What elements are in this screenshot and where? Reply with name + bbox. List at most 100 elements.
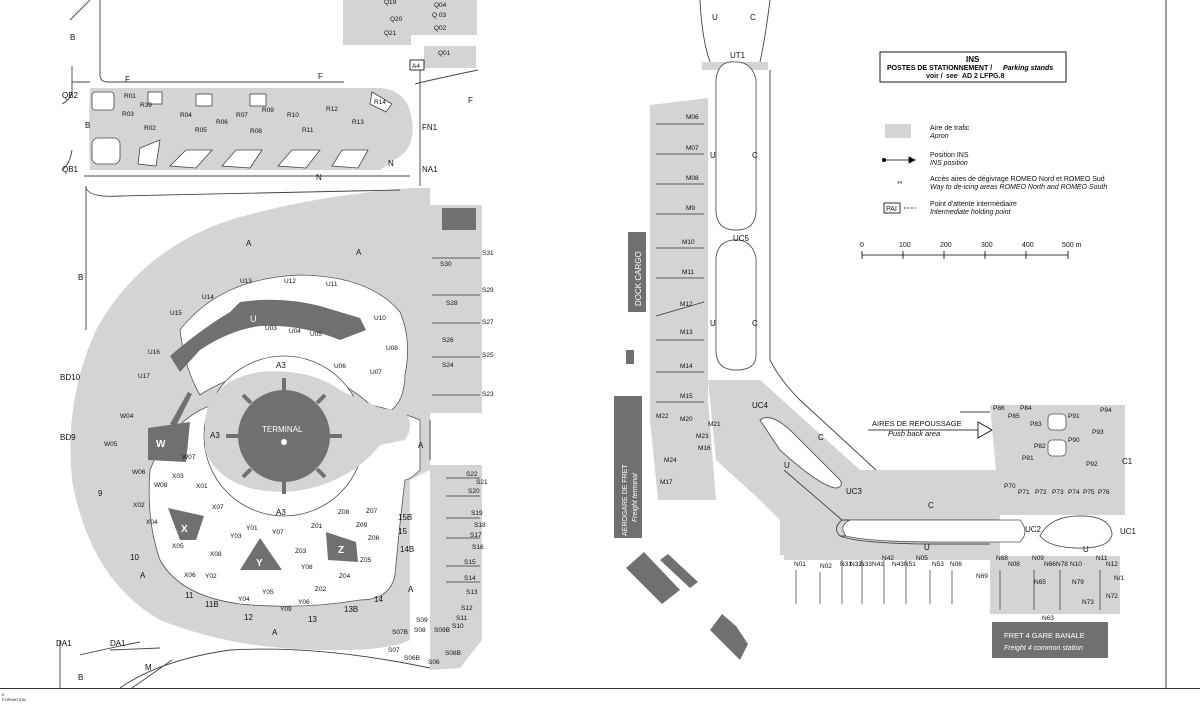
stand-label-p75: P75 (1083, 489, 1095, 496)
stand-label-r12: R12 (326, 106, 338, 113)
scale-tick-0: 0 (860, 242, 864, 249)
taxiway-label-11: 11 (185, 591, 194, 600)
stand-label-p91: P91 (1068, 413, 1080, 420)
taxiway-label-qb2: QB2 (62, 91, 79, 100)
stand-label-p86: P86 (993, 405, 1005, 412)
taxiway-label-14b: 14B (400, 545, 414, 554)
apron-q-north (343, 0, 411, 45)
stand-label-s24: S24 (442, 362, 454, 369)
taxiway-lines-left (59, 0, 479, 688)
stand-label-s10: S10 (452, 623, 464, 630)
legend-ins-en: INS position (930, 160, 968, 167)
stand-label-s07: S07 (388, 647, 400, 654)
legend-ins-fr: Position INS (930, 152, 969, 159)
taxiway-label-ut1: UT1 (730, 51, 746, 60)
fret4-station (992, 622, 1108, 658)
stand-label-x07: X07 (212, 504, 224, 511)
stand-label-s29: S29 (482, 287, 494, 294)
apron-p (990, 405, 1125, 515)
stand-label-s31: S31 (482, 250, 494, 257)
stand-label-n06: N06 (950, 561, 962, 568)
stand-label-u08: U08 (386, 345, 398, 352)
taxiway-label-b: B (85, 121, 90, 130)
legend-ref-en: see (946, 73, 958, 80)
stand-label-w08: W08 (154, 482, 168, 489)
stand-label-s28: S28 (446, 300, 458, 307)
legend: INS POSTES DE STATIONNEMENT / Parking st… (860, 51, 1107, 259)
stand-label-x08: X08 (210, 551, 222, 558)
legend-hold-en: Intermediate holding point (930, 209, 1012, 216)
stand-label-s11: S11 (456, 615, 467, 622)
stand-label-r05: R05 (195, 127, 207, 134)
stand-label-y08: Y08 (301, 564, 313, 571)
stand-label-n05: N05 (916, 555, 928, 562)
scale-tick-400: 400 (1022, 242, 1034, 249)
stand-label-w06: W06 (132, 469, 146, 476)
stand-label-s14: S14 (464, 575, 476, 582)
taxiway-label-c: C (750, 13, 756, 22)
stand-label-p71: P71 (1018, 489, 1030, 496)
stand-label-n-1: N/1 (1114, 575, 1125, 582)
stand-label-m13: M13 (680, 329, 693, 336)
stand-label-u06: U06 (334, 363, 346, 370)
stand-label-z03: Z03 (295, 548, 307, 555)
stand-label-s20: S20 (468, 488, 480, 495)
stand-label-u05: U05 (310, 331, 322, 338)
taxiway-label-qb1: QB1 (62, 165, 79, 174)
stand-label-p74: P74 (1068, 489, 1080, 496)
taxiway-label-a: A (418, 441, 424, 450)
legend-scale-bar (861, 251, 1069, 259)
stand-label-w05: W05 (104, 441, 118, 448)
stand-label-s08: S08 (414, 627, 426, 634)
taxiway-label-bd9: BD9 (60, 433, 76, 442)
taxiway-label-13b: 13B (344, 605, 358, 614)
stand-label-z09: Z09 (356, 522, 368, 529)
building-w-label: W (156, 439, 166, 450)
taxiway-label-11b: 11B (205, 600, 219, 609)
legend-deice-symbol: ** (897, 181, 903, 188)
taxiway-label-f: F (125, 75, 130, 84)
scale-tick-200: 200 (940, 242, 952, 249)
taxiway-label-u: U (712, 13, 718, 22)
taxiway-label-a: A (246, 239, 252, 248)
stand-label-x05: X05 (172, 543, 184, 550)
stand-label-s27: S27 (482, 319, 494, 326)
stand-label-z04: Z04 (339, 573, 351, 580)
stand-label-n31: N31 (840, 561, 852, 568)
pushback-marker (868, 421, 993, 439)
stand-label-m08: M08 (686, 175, 699, 182)
taxiway-label-u: U (1083, 545, 1089, 554)
terminal-z (326, 532, 358, 562)
stand-label-n72: N72 (1106, 593, 1118, 600)
stand-label-n43: N43 (892, 561, 904, 568)
stand-label-p73: P73 (1052, 489, 1064, 496)
stand-label-y07: Y07 (272, 529, 284, 536)
stand-label-u07: U07 (370, 369, 382, 376)
stand-label-m12: M12 (680, 301, 693, 308)
stand-label-n69: N69 (976, 573, 988, 580)
stand-label-u14: U14 (202, 294, 214, 301)
stand-label-n51: N51 (904, 561, 916, 568)
stand-label-s08b: S08B (445, 650, 461, 657)
stand-label-s21: S21 (476, 479, 488, 486)
stand-label-n32: N32 (850, 561, 862, 568)
fret4-label: FRET 4 GARE BANALE (1004, 631, 1085, 640)
legend-subtitle-en: Parking stands (1003, 65, 1053, 72)
stand-label-p72: P72 (1035, 489, 1047, 496)
apron-r (89, 88, 413, 170)
stand-label-r14: R14 (374, 99, 386, 106)
taxiway-label-n: N (316, 173, 322, 182)
stand-label-s13: S13 (466, 589, 478, 596)
chart-footer: E FORMATION (0, 688, 1200, 711)
taxiway-label-u: U (784, 461, 790, 470)
aerodrome-parking-chart: A4 U W X Y Z TERMINAL (56, 0, 1167, 688)
terminal-label: TERMINAL (262, 425, 303, 434)
stand-label-s12: S12 (461, 605, 473, 612)
stand-label-s09b: S09B (434, 627, 450, 634)
dock-cargo (628, 232, 646, 312)
stand-label-y09: Y09 (280, 606, 292, 613)
taxiway-label-u: U (924, 543, 930, 552)
taxiway-label-f: F (318, 72, 323, 81)
stand-label-s07b: S07B (392, 629, 408, 636)
